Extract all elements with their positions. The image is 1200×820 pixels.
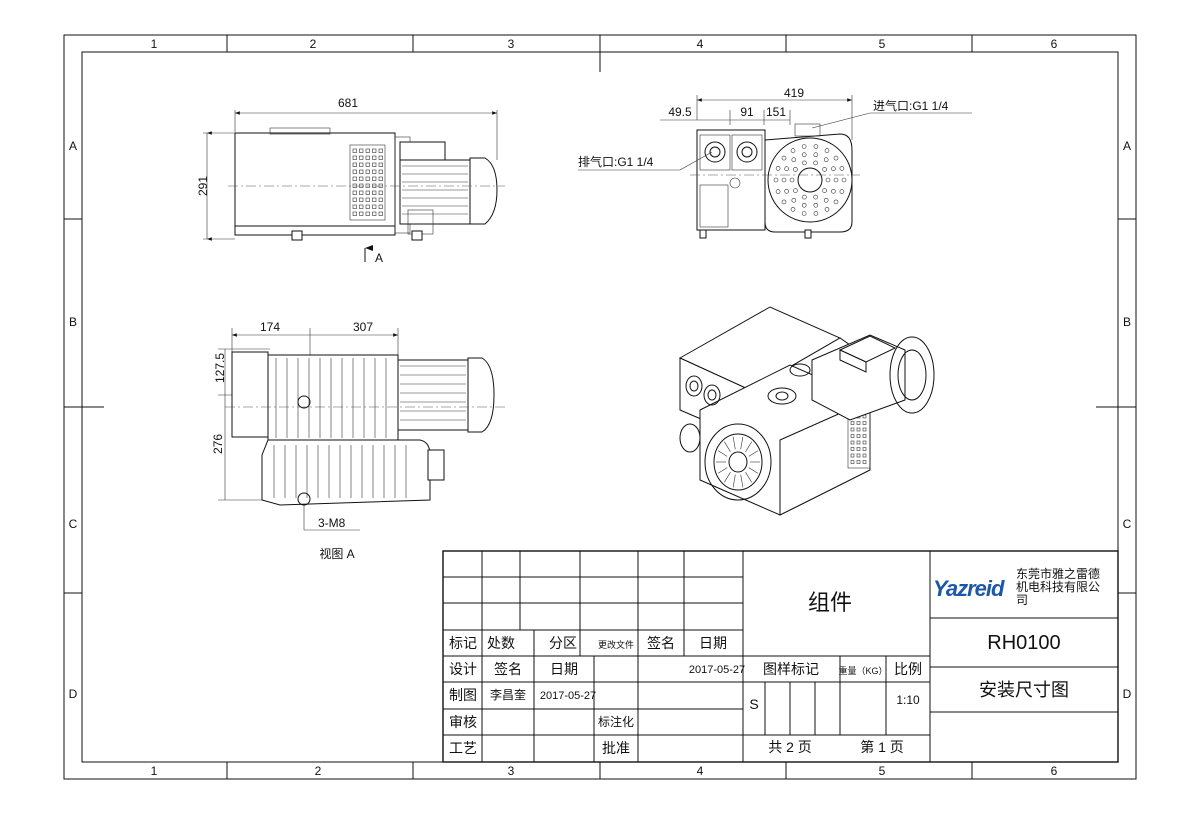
rev-header-mark: 标记 xyxy=(449,635,477,651)
col-label-top-4: 4 xyxy=(697,37,704,51)
model-number: RH0100 xyxy=(987,632,1060,654)
mount-label: 3-M8 xyxy=(318,516,346,530)
row-label-right-c: C xyxy=(1123,517,1132,531)
sheets-total: 共 2 页 xyxy=(768,739,812,755)
stage-mark: S xyxy=(749,696,758,712)
company-name-line2: 机电科技有限公 xyxy=(1016,580,1100,594)
date-label: 日期 xyxy=(550,661,578,677)
design-date: 2017-05-27 xyxy=(689,664,745,676)
scale-value: 1:10 xyxy=(896,693,920,707)
bottom-dim-a: 174 xyxy=(260,320,280,334)
assembly-title: 组件 xyxy=(808,590,852,615)
rev-header-sign: 签名 xyxy=(647,635,675,651)
row-label-left-c: C xyxy=(69,517,78,531)
col-label-bottom-3: 3 xyxy=(508,764,515,778)
front-width-dim: 681 xyxy=(338,96,358,110)
row-label-right-a: A xyxy=(1123,139,1131,153)
bottom-view: 174 307 127.5 276 3-M8 视图 A xyxy=(211,320,505,561)
col-label-bottom-5: 5 xyxy=(879,764,886,778)
rev-header-count: 处数 xyxy=(487,635,515,651)
row-label-left-d: D xyxy=(69,687,78,701)
row-label-right-b: B xyxy=(1123,315,1131,329)
drafter-name: 李昌奎 xyxy=(490,687,526,702)
row-label-left-b: B xyxy=(69,315,77,329)
zone-labels: 1 2 3 4 5 6 1 2 3 4 5 6 A B C D A B C D xyxy=(69,37,1132,778)
inlet-label: 进气口:G1 1/4 xyxy=(873,98,949,113)
col-label-bottom-1: 1 xyxy=(151,764,158,778)
col-label-bottom-6: 6 xyxy=(1051,764,1058,778)
weight-label: 重量（KG） xyxy=(838,665,887,676)
view-a-caption: 视图 A xyxy=(319,546,354,561)
drawn-date: 2017-05-27 xyxy=(540,690,596,702)
scale-label: 比例 xyxy=(894,661,922,677)
company-logo: Yazreid xyxy=(933,576,1005,601)
sig-label: 签名 xyxy=(494,661,522,677)
col-label-top-1: 1 xyxy=(151,37,158,51)
bottom-dim-b: 307 xyxy=(353,320,373,334)
col-label-top-2: 2 xyxy=(310,37,317,51)
pattern-mark-label: 图样标记 xyxy=(763,661,819,677)
side-total-dim: 419 xyxy=(784,86,804,100)
company-name-line3: 司 xyxy=(1016,593,1028,607)
approve-label: 批准 xyxy=(602,740,630,756)
design-label: 设计 xyxy=(449,661,477,677)
col-label-top-5: 5 xyxy=(879,37,886,51)
isometric-view xyxy=(678,306,935,516)
process-label: 工艺 xyxy=(449,740,477,756)
sheet-number: 第 1 页 xyxy=(860,739,904,755)
view-arrow-label: A xyxy=(375,251,383,265)
rev-header-change-doc: 更改文件 xyxy=(598,639,634,650)
col-label-top-3: 3 xyxy=(508,37,515,51)
drawn-label: 制图 xyxy=(449,687,477,703)
rev-header-date: 日期 xyxy=(699,635,727,651)
bottom-dim-v2: 276 xyxy=(211,434,225,454)
outlet-label: 排气口:G1 1/4 xyxy=(578,154,654,169)
front-height-dim: 291 xyxy=(196,176,210,196)
company-name-line1: 东莞市雅之雷德 xyxy=(1016,566,1100,581)
zone-dividers xyxy=(64,35,1136,779)
side-dim-b: 91 xyxy=(740,105,754,119)
drawing-title: 安装尺寸图 xyxy=(979,680,1069,700)
standard-label: 标注化 xyxy=(598,714,634,729)
side-dim-a: 49.5 xyxy=(668,105,692,119)
front-view: 681 291 A xyxy=(196,96,505,265)
bottom-dim-v1: 127.5 xyxy=(213,353,227,383)
title-block: 标记 处数 分区 更改文件 签名 日期 设计 签名 日期 2017-05-27 … xyxy=(442,550,1119,763)
row-label-left-a: A xyxy=(69,139,77,153)
side-dim-c: 151 xyxy=(766,105,786,119)
review-label: 审核 xyxy=(449,714,477,730)
col-label-top-6: 6 xyxy=(1051,37,1058,51)
col-label-bottom-4: 4 xyxy=(697,764,704,778)
row-label-right-d: D xyxy=(1123,687,1132,701)
rev-header-zone: 分区 xyxy=(549,635,577,651)
side-view: 419 49.5 91 151 进气口:G1 1/4 排气口:G1 1/4 xyxy=(578,86,972,239)
col-label-bottom-2: 2 xyxy=(315,764,322,778)
